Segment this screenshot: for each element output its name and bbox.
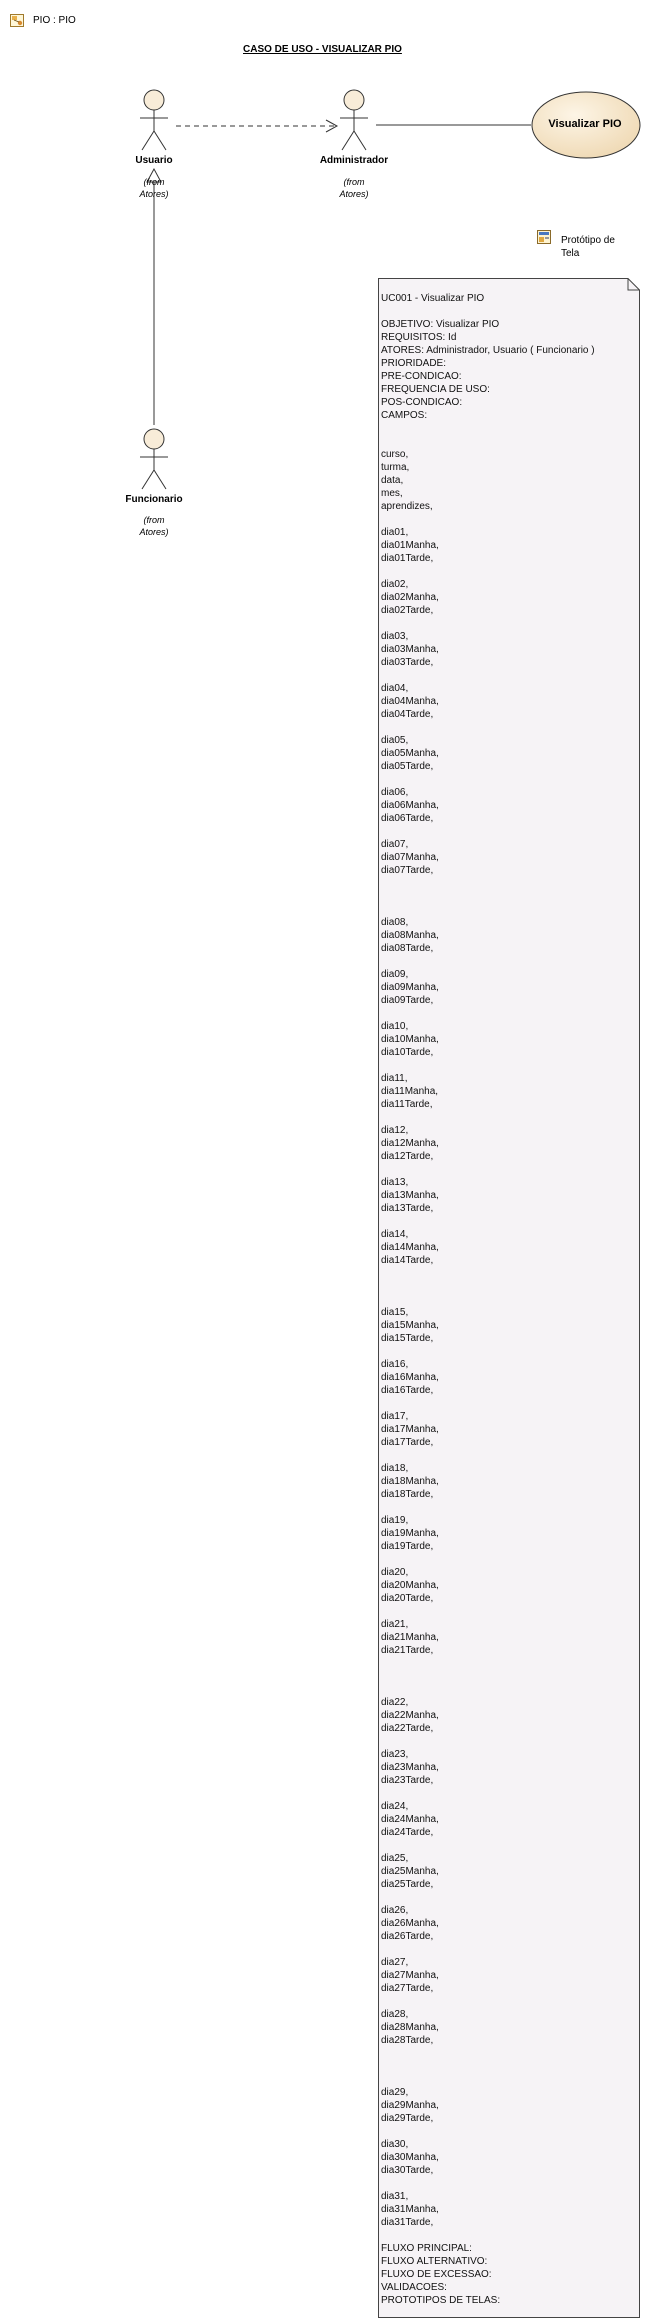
actor-funcionario-figure[interactable] (138, 428, 170, 490)
prototype-icon[interactable] (537, 230, 551, 244)
diagram-title: CASO DE USO - VISUALIZAR PIO (243, 44, 402, 55)
dependency-arrowhead (325, 119, 339, 133)
actor-funcionario-name: Funcionario (125, 494, 183, 505)
note-text: UC001 - Visualizar PIO OBJETIVO: Visuali… (381, 293, 595, 2306)
actor-usuario-name: Usuario (135, 155, 173, 166)
note-shape[interactable] (378, 278, 640, 2318)
prototype-label: Protótipo de Tela (561, 235, 615, 259)
actor-administrador-name: Administrador (319, 155, 389, 166)
generalization-arrowhead (146, 167, 162, 183)
use-case-visualizar-pio-shape[interactable] (527, 87, 645, 163)
diagram-icon (10, 14, 24, 27)
diagram-header-label: PIO : PIO (33, 15, 76, 26)
actor-funcionario-from: (from Atores) (139, 515, 169, 537)
actor-usuario-figure[interactable] (138, 89, 170, 151)
actor-administrador-figure[interactable] (338, 89, 370, 151)
use-case-visualizar-pio-label: Visualizar PIO (548, 118, 622, 130)
actor-administrador-from: (from Atores) (339, 177, 369, 199)
actor-usuario-from: (from Atores) (139, 177, 169, 199)
